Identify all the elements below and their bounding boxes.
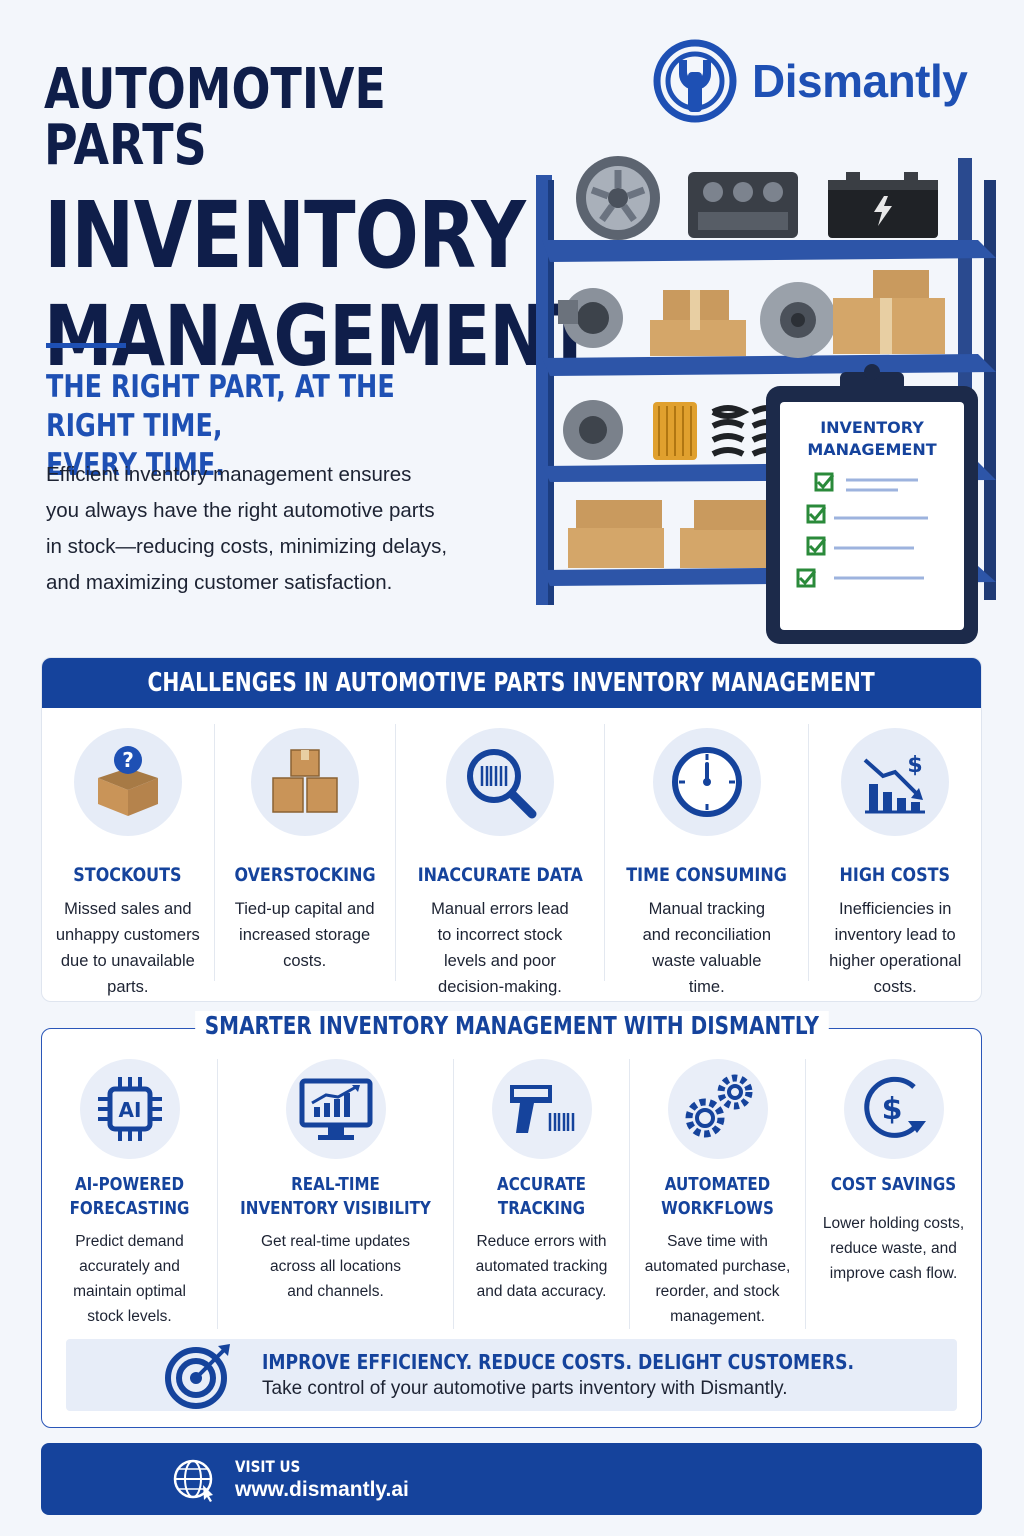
- ai-chip-icon: AI: [79, 1059, 180, 1159]
- hero-title: AUTOMOTIVE PARTS INVENTORY MANAGEMENT: [44, 57, 593, 385]
- challenge-title: OVERSTOCKING: [234, 864, 376, 886]
- stacked-boxes-icon: [250, 728, 359, 836]
- oil-filter-icon: [653, 402, 697, 460]
- challenge-title: HIGH COSTS: [839, 864, 951, 886]
- footer-label: VISIT US: [235, 1456, 301, 1476]
- engine-block-icon: [688, 172, 798, 238]
- monitor-chart-icon: [285, 1059, 386, 1159]
- footer-visit-banner[interactable]: VISIT US www.dismantly.ai: [41, 1443, 982, 1515]
- svg-text:?: ?: [122, 748, 134, 772]
- brake-disc-icon: [760, 282, 836, 358]
- website-link[interactable]: www.dismantly.ai: [235, 1477, 409, 1501]
- cta-subtitle: Take control of your automotive parts in…: [262, 1378, 788, 1399]
- cardboard-box: [833, 270, 945, 354]
- gears-icon: [667, 1059, 768, 1159]
- declining-cost-chart-icon: $: [841, 728, 950, 836]
- cardboard-box: [650, 290, 746, 356]
- desc-line: in stock—reducing costs, minimizing dela…: [46, 535, 448, 558]
- question-box-icon: ?: [73, 728, 182, 836]
- tagline-line1: THE RIGHT PART, AT THE RIGHT TIME,: [46, 369, 395, 444]
- battery-icon: [828, 172, 938, 238]
- hero-title-line2: INVENTORY: [44, 182, 526, 289]
- turbocharger-icon: [558, 288, 623, 348]
- dollar-down-icon: $: [843, 1059, 944, 1159]
- hero-tagline: THE RIGHT PART, AT THE RIGHT TIME, EVERY…: [46, 368, 440, 485]
- brand-name: Dismantly: [752, 55, 968, 107]
- challenge-title: INACCURATE DATA: [417, 864, 583, 886]
- solution-text: Lower holding costs,reduce waste, and im…: [822, 1215, 965, 1282]
- svg-text:$: $: [908, 753, 923, 778]
- desc-line: Efficient inventory management ensures: [46, 463, 412, 486]
- solution-card-cost-savings: $ COST SAVINGS Lower holding costs,reduc…: [806, 1059, 981, 1329]
- cardboard-box: [568, 500, 776, 568]
- tagline-line2: EVERY TIME.: [46, 447, 225, 483]
- brand-logo[interactable]: Dismantly: [652, 38, 968, 124]
- hero-title-line3: MANAGEMENT: [44, 287, 593, 385]
- challenges-header-text: CHALLENGES IN AUTOMOTIVE PARTS INVENTORY…: [147, 668, 876, 698]
- challenges-section: CHALLENGES IN AUTOMOTIVE PARTS INVENTORY…: [41, 657, 982, 1002]
- challenge-title: TIME CONSUMING: [626, 864, 788, 886]
- hero-title-line1: AUTOMOTIVE PARTS: [44, 57, 386, 178]
- wheel-rim-icon: [576, 156, 660, 240]
- barcode-magnifier-icon: [445, 728, 554, 836]
- clock-icon: [652, 728, 761, 836]
- solutions-header-text: SMARTER INVENTORY MANAGEMENT WITH DISMAN…: [194, 1011, 829, 1040]
- clipboard-line2: MANAGEMENT: [807, 440, 936, 459]
- alternator-icon: [563, 400, 623, 460]
- solutions-header: SMARTER INVENTORY MANAGEMENT WITH DISMAN…: [42, 1011, 981, 1040]
- cta-title: IMPROVE EFFICIENCY. REDUCE COSTS. DELIGH…: [262, 1350, 855, 1374]
- desc-line: and maximizing customer satisfaction.: [46, 571, 393, 594]
- ai-chip-label: AI: [118, 1098, 141, 1122]
- wrench-circle-icon: [653, 39, 737, 123]
- challenges-header: CHALLENGES IN AUTOMOTIVE PARTS INVENTORY…: [42, 658, 981, 708]
- clipboard-line1: INVENTORY: [820, 418, 924, 437]
- clipboard-icon: INVENTORY MANAGEMENT: [766, 364, 978, 644]
- globe-icon: [173, 1459, 213, 1502]
- barcode-scanner-icon: [491, 1059, 592, 1159]
- target-icon: [165, 1344, 230, 1409]
- desc-line: you always have the right automotive par…: [46, 499, 435, 522]
- hero-description: Efficient inventory management ensures y…: [46, 457, 486, 601]
- solutions-section: SMARTER INVENTORY MANAGEMENT WITH DISMAN…: [41, 1011, 982, 1428]
- svg-text:$: $: [881, 1092, 902, 1127]
- cta-banner: IMPROVE EFFICIENCY. REDUCE COSTS. DELIGH…: [66, 1339, 957, 1411]
- inventory-shelf-illustration: INVENTORY MANAGEMENT: [536, 156, 996, 644]
- solution-title: COST SAVINGS: [830, 1174, 957, 1195]
- challenge-title: STOCKOUTS: [73, 864, 182, 886]
- hero-divider: [46, 343, 126, 348]
